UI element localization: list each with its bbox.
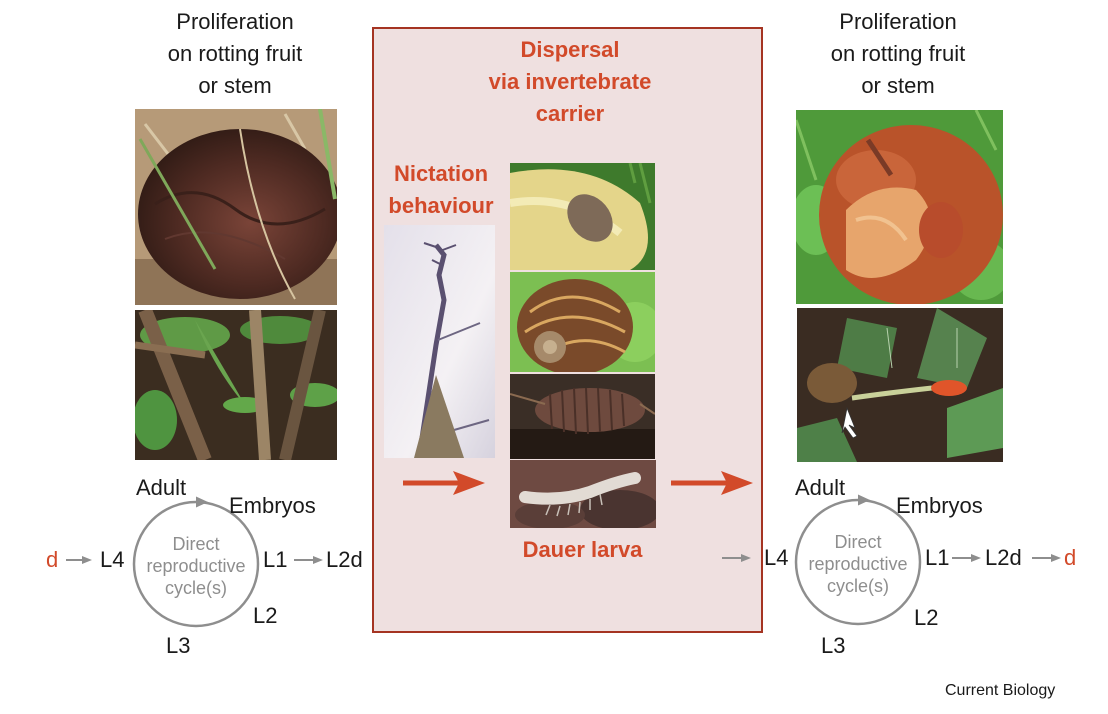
right-stage-embryos: Embryos — [896, 493, 983, 518]
dispersal-title: Dispersal via invertebrate carrier — [440, 34, 700, 130]
myriapod-photo — [510, 460, 656, 528]
right-exit-arrow — [1032, 554, 1061, 562]
right-panel-title: Proliferation on rotting fruit or stem — [793, 6, 1003, 102]
right-title-line-1: Proliferation — [839, 9, 957, 34]
left-title-line-2: on rotting fruit — [167, 41, 303, 66]
right-title-line-2: on rotting fruit — [830, 41, 966, 66]
dauer-larva-label: Dauer larva — [522, 537, 643, 562]
left-stage-l2: L2 — [253, 603, 278, 628]
right-dauer-exit-label: d — [1064, 545, 1077, 570]
dispersal-title-line-1: Dispersal — [520, 37, 620, 62]
left-l1-l2d-arrow — [294, 556, 323, 564]
nictation-title-line-1: Nictation — [393, 161, 489, 186]
left-cycle-line-2: reproductive — [146, 556, 246, 576]
left-stage-l3: L3 — [166, 633, 191, 658]
left-stage-l4: L4 — [100, 547, 125, 572]
left-stage-adult: Adult — [136, 475, 187, 500]
dispersal-title-line-3: carrier — [535, 101, 605, 126]
right-stage-adult: Adult — [795, 475, 846, 500]
arum-stem-photo — [797, 308, 1003, 462]
right-entry-arrow — [722, 554, 751, 562]
right-stage-l3: L3 — [821, 633, 846, 658]
journal-credit: Current Biology — [945, 682, 1056, 699]
left-panel-title: Proliferation on rotting fruit or stem — [130, 6, 340, 102]
right-stage-l4: L4 — [764, 545, 789, 570]
rotting-apple-photo — [796, 110, 1003, 304]
left-cycle-line-3: cycle(s) — [165, 578, 227, 598]
left-cycle-arrowhead — [196, 496, 208, 508]
left-title-line-3: or stem — [198, 73, 272, 98]
carrier-to-proliferation-arrow — [671, 471, 753, 495]
right-stage-l2: L2 — [914, 605, 939, 630]
left-title-line-1: Proliferation — [176, 9, 294, 34]
left-cycle-line-1: Direct — [172, 534, 220, 554]
left-dauer-entry-label: d — [46, 547, 59, 572]
nictation-to-dauer-arrow — [403, 471, 485, 495]
left-stage-l1: L1 — [263, 547, 288, 572]
left-stage-embryos: Embryos — [229, 493, 316, 518]
rotting-fruit-photo — [135, 109, 337, 305]
left-stage-l2d: L2d — [326, 547, 363, 572]
woodlouse-photo — [510, 374, 655, 459]
nictation-title-line-2: behaviour — [388, 193, 494, 218]
nictation-title: Nictation behaviour — [376, 158, 506, 222]
right-cycle-line-2: reproductive — [808, 554, 908, 574]
right-title-line-3: or stem — [861, 73, 935, 98]
right-l1-l2d-arrow — [952, 554, 981, 562]
rotting-stem-photo — [135, 310, 337, 460]
right-cycle-center-text: Direct reproductive cycle(s) — [798, 531, 918, 597]
slug-photo — [510, 163, 655, 270]
snail-photo — [510, 272, 655, 372]
left-cycle-center-text: Direct reproductive cycle(s) — [136, 533, 256, 599]
cursor-pointer-icon — [841, 406, 858, 439]
right-stage-l2d: L2d — [985, 545, 1022, 570]
right-cycle-line-1: Direct — [834, 532, 882, 552]
right-stage-l1: L1 — [925, 545, 950, 570]
right-cycle-line-3: cycle(s) — [827, 576, 889, 596]
dispersal-title-line-2: via invertebrate — [488, 69, 652, 94]
right-cycle-diagram — [722, 494, 1061, 626]
nictation-photo — [384, 225, 495, 458]
right-cycle-arrowhead — [858, 494, 870, 506]
left-entry-arrow — [66, 556, 92, 564]
